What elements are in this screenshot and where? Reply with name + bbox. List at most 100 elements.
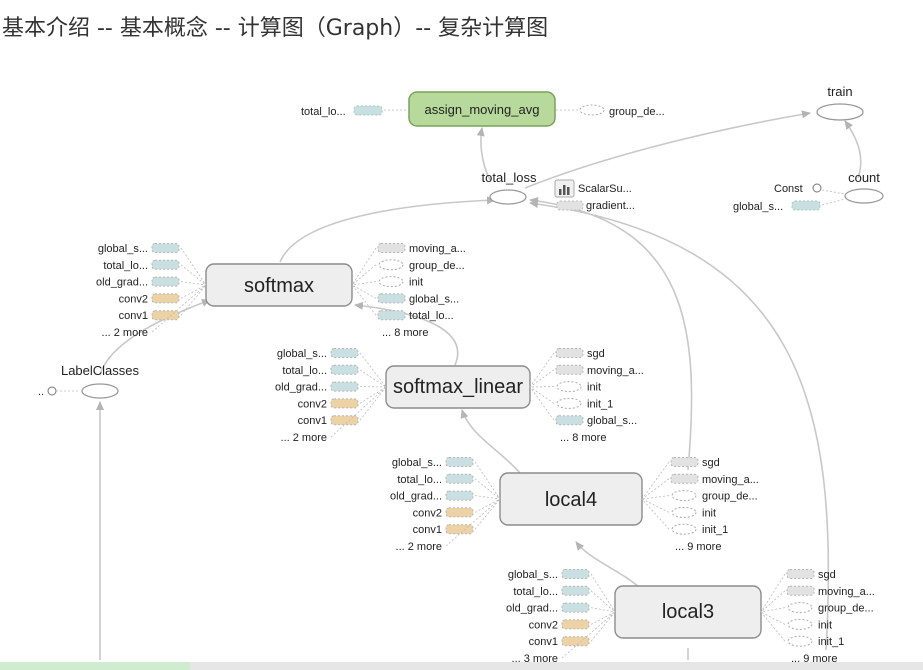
count-label: count [848, 170, 880, 185]
assign-moving-avg-label: assign_moving_avg [425, 102, 540, 117]
edge-const-count [821, 189, 846, 195]
stub-node [378, 259, 404, 271]
stub-node [151, 310, 180, 321]
stub-node [445, 457, 474, 467]
total-loss-node[interactable] [489, 189, 527, 205]
stub-edge [359, 386, 387, 421]
local3-label: local3 [662, 601, 714, 623]
stub-node [377, 293, 406, 304]
stub-edge [529, 386, 555, 404]
stub-edge [590, 611, 616, 642]
stub-label: global_s... [409, 293, 459, 305]
stub-node [786, 585, 815, 596]
edge-local4-softmax-linear [460, 409, 521, 474]
edge-softmax-linear-softmax [354, 301, 459, 366]
stub-label: total_lo... [282, 365, 327, 377]
stub-node [151, 259, 180, 270]
stub-node [151, 293, 180, 304]
stub-node [671, 506, 697, 518]
more-label: ... 2 more [281, 432, 327, 444]
stub-edge [760, 607, 786, 613]
stub-label: group_de... [702, 491, 758, 503]
more-label: ... 8 more [382, 327, 428, 339]
scalar-summary-label: ScalarSu... [578, 183, 632, 195]
stub-edge [180, 281, 207, 286]
group-de-top-stub [579, 104, 605, 116]
softmax-label: softmax [244, 275, 314, 297]
stub-node [151, 276, 180, 287]
stub-node [561, 585, 590, 596]
stub-node [445, 524, 474, 535]
stub-node [556, 381, 582, 393]
stub-edge [359, 369, 387, 388]
stub-edge [351, 247, 377, 286]
assign-moving-avg-node[interactable] [408, 91, 556, 127]
stub-edge [474, 495, 501, 500]
edge-softmax-total-loss [279, 196, 496, 263]
labelclasses-node[interactable] [81, 383, 119, 399]
stub-label: init_1 [587, 398, 613, 410]
stub-node [787, 618, 813, 630]
stub-node [330, 398, 359, 409]
stub-edge [529, 386, 555, 421]
stub-edge [641, 498, 670, 513]
stub-label: moving_a... [409, 243, 466, 255]
stub-edge [180, 284, 207, 299]
more-label: ... 2 more [102, 327, 148, 339]
stub-node [787, 602, 813, 614]
train-label: train [827, 84, 852, 99]
stub-label: total_lo... [409, 310, 454, 322]
stub-edge [641, 498, 670, 530]
stub-edge [590, 607, 616, 613]
stub-node [671, 490, 697, 502]
stub-edge [474, 461, 501, 500]
global-s-count-label: global_s... [733, 201, 783, 213]
stub-label: sgd [702, 457, 720, 469]
count-node[interactable] [844, 188, 884, 204]
stub-edge [351, 284, 377, 299]
edge-global-s-count [821, 198, 846, 206]
stub-label: conv1 [413, 524, 442, 536]
bottom-bar [0, 662, 923, 670]
stub-edge [590, 611, 616, 625]
stub-node [561, 636, 590, 647]
stub-node [330, 415, 359, 426]
stub-label: old_grad... [390, 491, 442, 503]
stub-edge [359, 386, 387, 404]
stub-node [561, 619, 590, 630]
stub-node [445, 490, 474, 501]
stub-node [377, 243, 406, 253]
stub-label: conv2 [298, 398, 327, 410]
stub-label: conv2 [529, 619, 558, 631]
gradient-label: gradient... [586, 200, 635, 212]
stub-node [330, 381, 359, 392]
stub-edge [180, 284, 207, 316]
stub-edge [760, 573, 786, 613]
local3-group: local3 global_s...total_lo...old_grad...… [506, 569, 875, 665]
edge-labelclasses-softmax [99, 299, 211, 376]
train-node[interactable] [816, 103, 864, 121]
stub-edge [529, 352, 555, 388]
stub-label: init_1 [702, 524, 728, 536]
stub-label: init_1 [818, 636, 844, 648]
stub-node [555, 415, 584, 426]
stub-node [670, 473, 699, 484]
group-de-top-label: group_de... [609, 106, 665, 118]
stub-label: conv1 [529, 636, 558, 648]
stub-label: old_grad... [275, 382, 327, 394]
stub-node [555, 348, 584, 358]
stub-label: init [409, 277, 423, 289]
stub-edge [590, 573, 616, 613]
stub-edge [641, 478, 670, 500]
stub-node [151, 243, 180, 253]
labelclasses-input-node[interactable] [47, 386, 57, 396]
stub-edge [180, 247, 207, 286]
const-label: Const [774, 183, 803, 195]
const-node[interactable] [812, 183, 822, 193]
global-s-count-stub [791, 200, 821, 211]
stub-edge [351, 284, 377, 316]
stub-node [378, 276, 404, 288]
more-label: ... 9 more [675, 541, 721, 553]
stub-label: global_s... [392, 457, 442, 469]
